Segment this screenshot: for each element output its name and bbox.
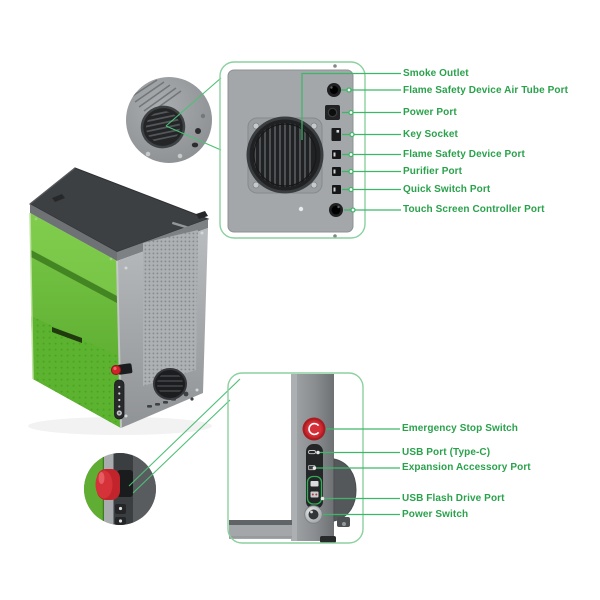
green-cover-sheen — [30, 213, 117, 297]
column-highlight — [291, 374, 297, 541]
label-key-socket: Key Socket — [403, 128, 458, 140]
label-flame-safety-air-tube: Flame Safety Device Air Tube Port — [403, 85, 569, 96]
callout-connector-lines — [128, 77, 241, 494]
label-usb-type-c: USB Port (Type-C) — [402, 446, 491, 458]
panel-indicator-dot — [298, 206, 304, 212]
side-small-ports — [147, 391, 194, 408]
side-controls-view — [229, 374, 357, 543]
callout-port-dot — [191, 142, 199, 148]
leader-line-markers — [346, 87, 356, 213]
top-rim-left — [30, 204, 117, 261]
power-switch — [304, 505, 323, 524]
screw — [333, 64, 337, 68]
quick-switch-port — [332, 185, 341, 194]
brand-mark — [171, 221, 188, 229]
machine-port-strip — [114, 379, 125, 420]
screw — [124, 414, 128, 418]
estop-zoom-callout — [84, 453, 156, 525]
screw — [109, 257, 113, 261]
back-panel-view — [227, 64, 354, 238]
laser-engraver-machine — [28, 167, 212, 435]
screw — [34, 217, 38, 221]
key-socket — [331, 128, 341, 141]
base-rail — [229, 525, 292, 539]
label-usb-flash-drive: USB Flash Drive Port — [402, 492, 505, 504]
emergency-stop-switch — [302, 417, 326, 441]
flame-safety-device-port — [332, 150, 341, 159]
purifier-port — [332, 167, 341, 176]
top-edge-highlight — [29, 167, 76, 205]
label-flame-safety-port: Flame Safety Device Port — [403, 148, 525, 160]
label-smoke-outlet: Smoke Outlet — [403, 67, 469, 79]
label-emergency-stop: Emergency Stop Switch — [402, 423, 519, 434]
green-left-edge-highlight — [29, 212, 34, 380]
screw — [342, 522, 346, 526]
machine-estop — [110, 363, 133, 376]
fan-plate-screws — [252, 122, 318, 189]
handle-slot — [52, 327, 82, 343]
expansion-accessory-port — [308, 465, 317, 471]
inner-shelf-edge — [31, 250, 117, 303]
machine-foot — [320, 536, 336, 543]
screw — [333, 234, 337, 238]
callout-estop-button — [95, 469, 133, 500]
power-port — [325, 105, 340, 120]
smoke-outlet-zoom-callout — [126, 77, 212, 163]
screw — [200, 113, 206, 119]
label-quick-switch-port: Quick Switch Port — [403, 183, 491, 195]
housing-tab — [337, 517, 350, 527]
lid-clip-left — [52, 194, 65, 202]
callout-port-dot — [195, 128, 201, 134]
inner-floor-holes — [31, 316, 121, 428]
screw — [145, 151, 151, 157]
base-rail-top — [229, 520, 292, 525]
label-purifier-port: Purifier Port — [403, 165, 463, 177]
smoke-outlet-fan — [246, 116, 324, 194]
callout-vent — [140, 105, 186, 149]
touch-screen-controller-port — [329, 203, 343, 217]
side-panel-frame — [227, 372, 364, 544]
label-touch-screen-port: Touch Screen Controller Port — [403, 204, 545, 215]
usb-flash-drive-port — [306, 475, 325, 505]
label-power-port: Power Port — [403, 106, 457, 118]
side-mesh-vent — [143, 230, 198, 386]
usb-c-port — [308, 450, 320, 455]
screw — [200, 231, 204, 235]
back-panel-frame — [219, 61, 366, 239]
side-fan-outlet — [153, 368, 187, 400]
label-power-switch: Power Switch — [402, 508, 469, 520]
label-expansion-accessory: Expansion Accessory Port — [402, 462, 531, 473]
air-tube-port — [327, 83, 341, 97]
screw — [124, 266, 128, 270]
screw — [195, 388, 199, 392]
screw — [177, 153, 183, 159]
lid-clip-right — [196, 211, 208, 219]
